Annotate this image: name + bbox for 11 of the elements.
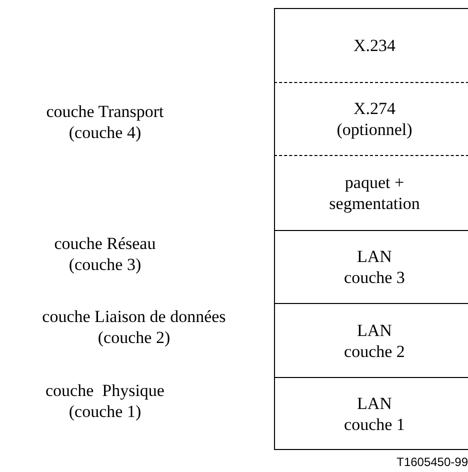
figure-number: T1605450-99 — [396, 454, 468, 471]
protocol-layer-cell: X.234 — [274, 8, 468, 82]
protocol-layer-cell: LAN couche 2 — [274, 303, 468, 377]
protocol-layer-cell: LAN couche 1 — [274, 377, 468, 450]
layer-name: couche Liaison de données (couche 2) — [41, 306, 227, 348]
layer-name: couche Transport (couche 4) — [45, 101, 165, 143]
protocol-layer-cell: LAN couche 3 — [274, 230, 468, 303]
protocol-layer-cell: paquet + segmentation — [274, 155, 468, 230]
layer-name: couche Physique (couche 1) — [44, 380, 166, 422]
protocol-layer-cell: X.274 (optionnel) — [274, 82, 468, 155]
layer-name: couche Réseau (couche 3) — [53, 233, 157, 275]
